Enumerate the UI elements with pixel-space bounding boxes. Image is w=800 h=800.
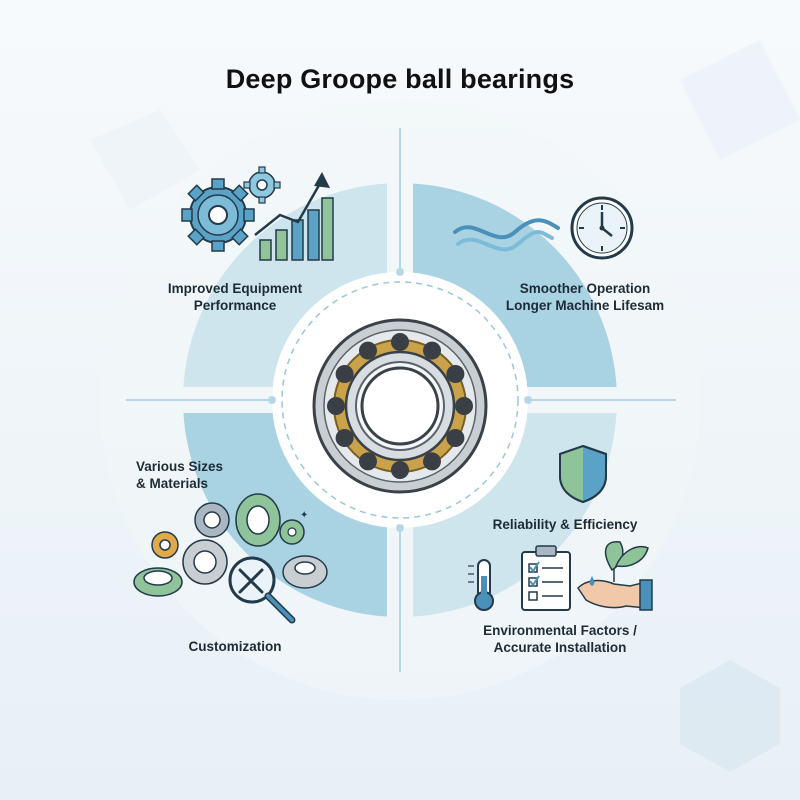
bearings-magnifier-icon: ✦	[133, 493, 328, 624]
label-various-sizes: Various Sizes & Materials	[136, 458, 223, 492]
quadrant-bottom-left	[183, 413, 387, 617]
label-smoother-operation: Smoother Operation Longer Machine Lifesa…	[490, 280, 680, 314]
bearing-balls	[327, 333, 473, 479]
label-line: Smoother Operation	[519, 281, 651, 296]
label-line: Longer Machine Lifesam	[505, 298, 665, 313]
label-line: Various Sizes	[136, 459, 224, 474]
label-line: Improved Equipment	[167, 281, 303, 296]
label-environmental-factors: Environmental Factors / Accurate Install…	[465, 622, 655, 656]
background-hexagon	[680, 40, 800, 160]
label-improved-performance: Improved Equipment Performance	[150, 280, 320, 314]
quadrant-top-right	[413, 183, 617, 387]
label-line: Reliability & Efficiency	[492, 517, 638, 532]
page-title: Deep Groope ball bearings	[225, 64, 575, 94]
cross-axes	[126, 128, 676, 672]
waves-clock-icon	[453, 196, 634, 260]
shield-icon	[559, 444, 607, 504]
label-line: Environmental Factors /	[483, 623, 637, 638]
axis-nodes	[268, 268, 532, 532]
label-line: & Materials	[136, 476, 209, 491]
svg-text:✦: ✦	[300, 510, 308, 521]
background-hexagon	[680, 660, 780, 772]
clipboard-checklist-icon	[521, 545, 571, 611]
shield-thermometer-clipboard-icon	[468, 444, 653, 611]
dashed-ring	[281, 281, 519, 519]
background-hexagon	[90, 110, 200, 210]
plant-hand-icon	[577, 541, 653, 611]
label-line: Accurate Installation	[493, 640, 627, 655]
gears-growth-chart-icon	[181, 166, 334, 261]
label-reliability-efficiency: Reliability & Efficiency	[470, 516, 660, 533]
label-customization: Customization	[188, 639, 282, 654]
label-line: Performance	[193, 298, 277, 313]
quadrant-top-left	[183, 183, 387, 387]
thermometer-icon	[468, 559, 494, 611]
ball-bearing-icon	[312, 318, 488, 494]
